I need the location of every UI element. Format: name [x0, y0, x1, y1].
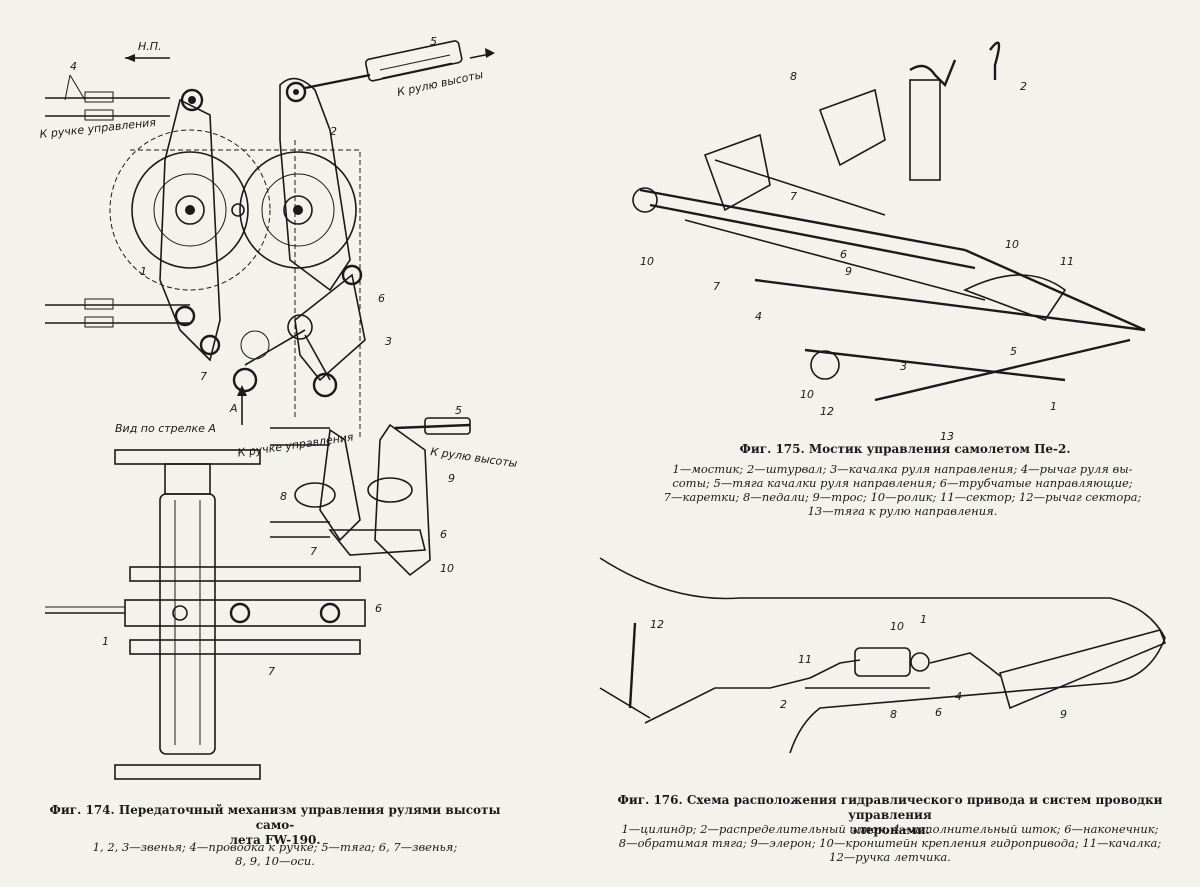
svg-text:7: 7	[713, 280, 720, 293]
label-view-a: Вид по стрелке А	[115, 422, 216, 435]
svg-text:5: 5	[430, 35, 437, 48]
svg-text:6: 6	[375, 602, 382, 615]
svg-text:1: 1	[1050, 400, 1057, 413]
svg-text:7: 7	[268, 665, 275, 678]
fig175-drawing: 2 8 11 10 10 10 6 9 7 7 4 5 3 12 1 13	[632, 41, 1146, 443]
svg-text:2: 2	[330, 125, 337, 138]
svg-text:1: 1	[102, 635, 109, 648]
svg-text:10: 10	[440, 562, 454, 575]
svg-text:11: 11	[798, 653, 812, 666]
fig174-drawing: Н.П. 4 К ручке управления 2	[39, 35, 495, 780]
svg-text:10: 10	[640, 255, 654, 268]
svg-text:2: 2	[780, 698, 787, 711]
svg-text:5: 5	[1010, 345, 1017, 358]
svg-text:9: 9	[845, 265, 852, 278]
svg-text:5: 5	[455, 404, 462, 417]
svg-text:4: 4	[955, 690, 962, 703]
fig174-caption-desc: 1, 2, 3—звенья; 4—проводка к ручке; 5—тя…	[92, 840, 458, 868]
svg-text:4: 4	[755, 310, 762, 323]
svg-text:3: 3	[385, 335, 392, 348]
svg-text:11: 11	[1060, 255, 1074, 268]
svg-text:12: 12	[650, 618, 664, 631]
svg-text:13: 13	[940, 430, 954, 443]
svg-text:6: 6	[935, 706, 942, 719]
svg-text:7: 7	[310, 545, 317, 558]
label-arrow-a: А	[229, 402, 238, 415]
svg-text:8: 8	[280, 490, 287, 503]
fig175-caption-title: Фиг. 175. Мостик управления самолетом Пе…	[739, 442, 1071, 456]
svg-text:9: 9	[448, 472, 455, 485]
fig174-side-view: 5 К ручке управления К рулю высоты 9 8 6…	[237, 404, 518, 577]
svg-text:1: 1	[920, 613, 927, 626]
svg-text:6: 6	[840, 248, 847, 261]
svg-text:1: 1	[140, 265, 147, 278]
svg-text:10: 10	[800, 388, 814, 401]
svg-text:3: 3	[900, 360, 907, 373]
svg-text:7: 7	[200, 370, 207, 383]
svg-text:8: 8	[790, 70, 797, 83]
svg-text:6: 6	[440, 528, 447, 541]
fig176-caption-title: Фиг. 176. Схема расположения гидравличес…	[617, 793, 1163, 837]
svg-text:12: 12	[820, 405, 834, 418]
svg-text:4: 4	[70, 60, 77, 73]
svg-text:2: 2	[1020, 80, 1027, 93]
fig174-caption-title: Фиг. 174. Передаточный механизм управлен…	[49, 803, 501, 847]
svg-text:8: 8	[890, 708, 897, 721]
svg-text:10: 10	[890, 620, 904, 633]
svg-text:7: 7	[790, 190, 797, 203]
svg-text:6: 6	[378, 292, 385, 305]
fig176-drawing: 9 12 11 10 1 2 8 6 4	[599, 557, 1167, 754]
svg-text:10: 10	[1005, 238, 1019, 251]
fig176-caption-desc: 1—цилиндр; 2—распределительный шток; 4—и…	[618, 822, 1162, 864]
svg-text:9: 9	[1060, 708, 1067, 721]
fig175-caption-desc: 1—мостик; 2—штурвал; 3—качалка руля напр…	[663, 462, 1142, 518]
label-np: Н.П.	[138, 40, 162, 53]
